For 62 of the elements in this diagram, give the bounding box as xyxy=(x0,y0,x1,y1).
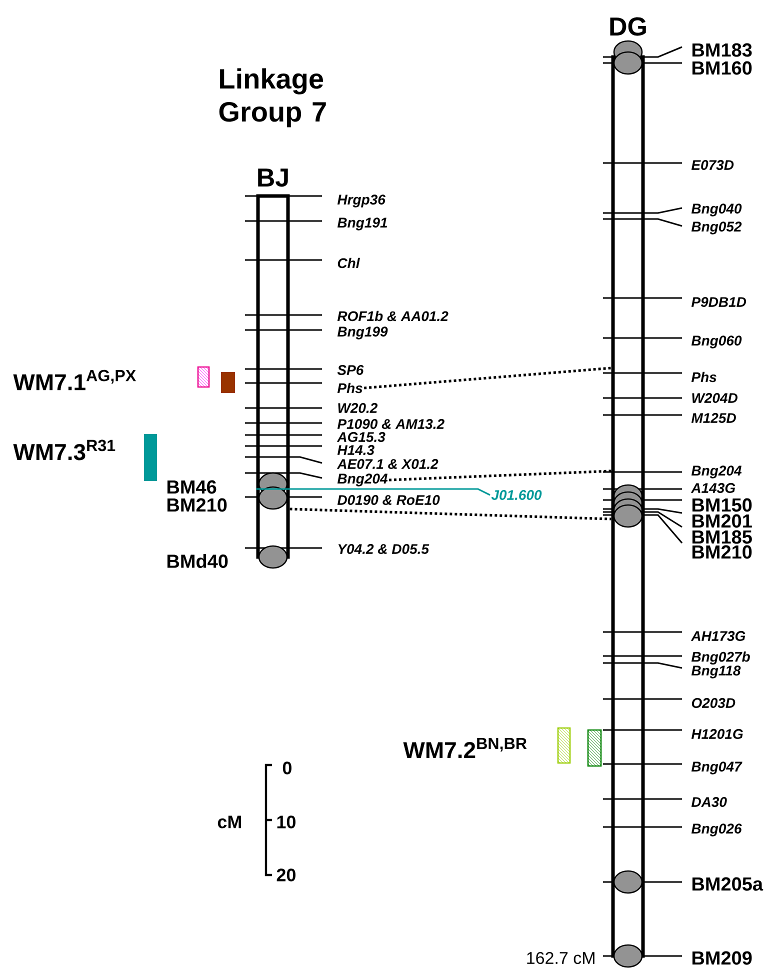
chromosome: BJ xyxy=(256,168,290,559)
marker-label: Bng026 xyxy=(691,824,742,836)
marker-label: Y04.2 & D05.5 xyxy=(338,544,430,554)
locus-label: BM201 xyxy=(692,514,752,528)
marker-label: Bng118 xyxy=(691,666,741,678)
connector-line xyxy=(364,366,612,390)
marker-label: H14.3 xyxy=(337,445,374,455)
marker-label: Bng052 xyxy=(691,222,742,234)
title: Linkage Group 7 xyxy=(219,68,326,128)
marker-label: AE07.1 & X01.2 xyxy=(336,459,438,469)
marker-label: Chl xyxy=(338,258,360,268)
marker-label: Bng047 xyxy=(691,762,742,774)
marker-label: AH173G xyxy=(690,631,746,641)
marker-label: Bng027b xyxy=(691,651,750,665)
marker-label: SP6 xyxy=(337,365,364,375)
connector-line xyxy=(388,470,612,482)
qtl-label: WM7.1$^{AG,PX}$ xyxy=(13,370,136,390)
marker-label: P1090 & AM13.2 xyxy=(337,419,444,429)
connector-line xyxy=(290,508,612,520)
marker-label: Bng191 xyxy=(337,218,388,230)
qtl-label: WM7.3$^{R31}$ xyxy=(13,440,116,460)
marker-label: W20.2 xyxy=(338,403,378,413)
marker-label: DA30 xyxy=(691,797,727,807)
locus-label: BM209 xyxy=(692,951,752,965)
node-label: DG xyxy=(610,17,646,36)
chromosome: DG xyxy=(610,17,646,958)
locus-label: BM160 xyxy=(692,61,752,75)
marker-label: Phs xyxy=(337,382,362,394)
marker-label: J01.600 xyxy=(491,490,542,500)
scale-label: cM xyxy=(218,816,241,828)
marker-label: Phs xyxy=(691,372,716,382)
marker-label: W204D xyxy=(692,393,738,403)
connector-line xyxy=(256,488,490,496)
marker-label: Bng040 xyxy=(691,204,742,216)
marker-label: AG15.3 xyxy=(336,432,386,442)
qtl-label: WM7.2$^{BN,BR}$ xyxy=(403,738,527,758)
locus-label: BM205a xyxy=(692,877,764,891)
marker-label: Hrgp36 xyxy=(337,194,386,208)
marker-label: D0190 & RoE10 xyxy=(337,495,440,505)
locus-label: BM185 xyxy=(692,530,752,544)
marker-label: Bng199 xyxy=(337,326,388,340)
marker-label: Bng204 xyxy=(337,474,388,486)
marker-label: Bng060 xyxy=(691,336,742,348)
distance-label: 162.7 cM xyxy=(527,952,594,964)
marker-label: H1201G xyxy=(691,729,743,739)
locus-label: BM46 xyxy=(167,480,216,494)
marker-label: A143G xyxy=(690,483,736,493)
locus-label: BM183 xyxy=(692,43,752,57)
marker-label: M125D xyxy=(691,413,736,423)
marker-label: P9DB1D xyxy=(691,297,746,307)
marker-label: ROF1b & AA01.2 xyxy=(337,310,448,322)
scale-label: 10 xyxy=(277,816,296,828)
marker-label: Bng204 xyxy=(691,466,742,478)
locus-label: BM150 xyxy=(692,498,752,512)
locus-label: BM210 xyxy=(167,498,227,512)
locus-label: BMd40 xyxy=(167,554,228,568)
scale-label: 0 xyxy=(282,762,292,774)
node-label: BJ xyxy=(258,168,288,187)
marker-label: E073D xyxy=(691,160,734,170)
marker-label: O203D xyxy=(692,698,736,708)
scale-label: 20 xyxy=(276,868,296,882)
locus-label: BM210 xyxy=(692,545,752,559)
